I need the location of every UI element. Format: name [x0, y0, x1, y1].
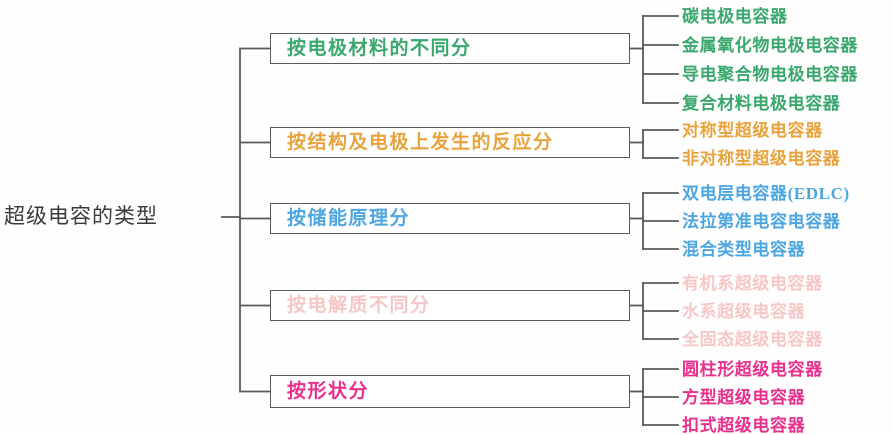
category-label-5: 按形状分 — [287, 381, 370, 402]
leaf-item[interactable]: 复合材料电极电容器 — [682, 94, 841, 113]
leaf-item[interactable]: 混合类型电容器 — [682, 240, 806, 259]
leaf-item[interactable]: 金属氧化物电极电容器 — [682, 36, 858, 55]
category-label-2: 按结构及电极上发生的反应分 — [287, 132, 554, 153]
category-box-3[interactable]: 按储能原理分 — [270, 203, 630, 234]
leaf-item[interactable]: 导电聚合物电极电容器 — [682, 65, 858, 84]
category-box-2[interactable]: 按结构及电极上发生的反应分 — [270, 127, 630, 158]
root-label: 超级电容的类型 — [4, 204, 158, 228]
leaf-item[interactable]: 方型超级电容器 — [682, 388, 806, 407]
leaf-item[interactable]: 对称型超级电容器 — [682, 121, 823, 140]
leaf-item[interactable]: 全固态超级电容器 — [682, 330, 823, 349]
category-label-4: 按电解质不同分 — [287, 295, 431, 316]
leaf-item[interactable]: 非对称型超级电容器 — [682, 149, 841, 168]
category-box-1[interactable]: 按电极材料的不同分 — [270, 33, 630, 64]
category-label-1: 按电极材料的不同分 — [287, 38, 472, 59]
leaf-item[interactable]: 法拉第准电容电容器 — [682, 212, 841, 231]
leaf-item[interactable]: 水系超级电容器 — [682, 302, 806, 321]
leaf-item[interactable]: 圆柱形超级电容器 — [682, 360, 823, 379]
leaf-item[interactable]: 扣式超级电容器 — [682, 416, 806, 435]
category-box-5[interactable]: 按形状分 — [270, 375, 630, 408]
category-box-4[interactable]: 按电解质不同分 — [270, 290, 630, 321]
category-label-3: 按储能原理分 — [287, 208, 411, 229]
leaf-item[interactable]: 双电层电容器(EDLC) — [682, 184, 850, 203]
leaf-item[interactable]: 碳电极电容器 — [682, 7, 788, 26]
leaf-item[interactable]: 有机系超级电容器 — [682, 274, 823, 293]
